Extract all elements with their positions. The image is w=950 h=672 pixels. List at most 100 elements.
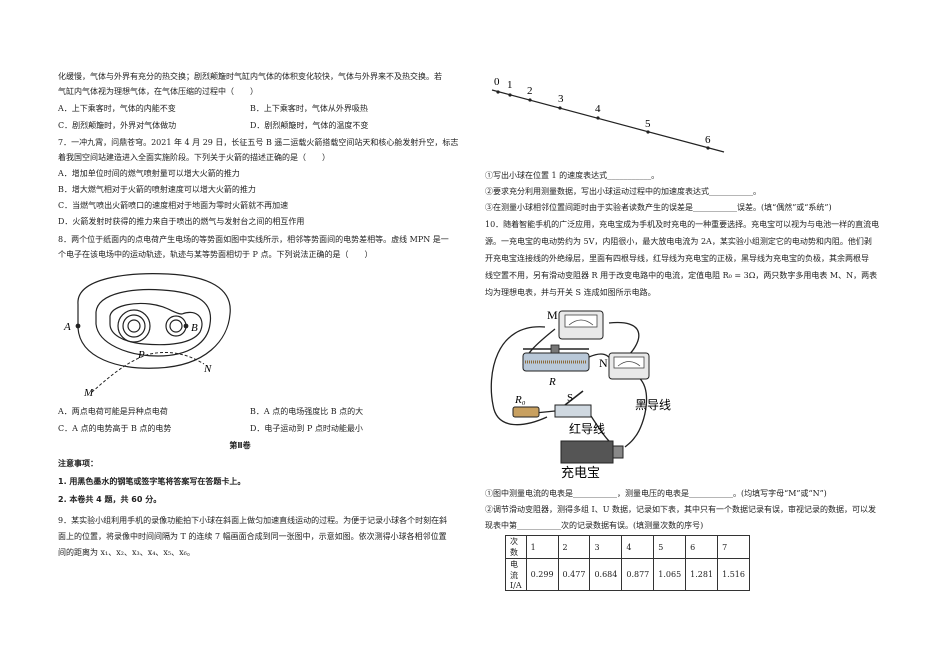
position-dot-0 <box>496 90 500 94</box>
q7-option-c: C．当燃气喷出火箭喷口的速度相对于地面为零时火箭就不再加速 <box>58 201 289 210</box>
current-data-table: 次数 1 2 3 4 5 6 7 电流 I/A 0.299 0.477 0.68… <box>505 535 750 591</box>
q7-option-a: A．增加单位时间的燃气喷射量可以增大火箭的推力 <box>58 169 240 178</box>
position-dot-3 <box>558 106 562 110</box>
q10-stem-1: 10．随着智能手机的广泛应用，充电宝成为手机及时充电的一种重要选择。充电宝可以视… <box>485 220 880 229</box>
label-n: N <box>203 363 212 375</box>
wire-m-to-right <box>608 321 640 358</box>
q8-option-c: C．A 点的电势高于 B 点的电势 <box>58 424 172 433</box>
label-b: B <box>191 322 198 334</box>
q9-stem-3: 间的距离为 x₁、x₂、x₃、x₄、x₅、x₆。 <box>58 548 195 557</box>
label-meter-n: N <box>599 356 608 370</box>
q6-option-c: C．剧烈颠簸时，外界对气体做功 <box>58 121 177 130</box>
position-label-3: 3 <box>558 93 564 105</box>
trajectory-mpn <box>91 351 205 393</box>
q10-sub-1: ①图中测量电流的电表是___________，测量电压的电表是_________… <box>485 489 827 498</box>
table-cell: 1 <box>525 535 559 559</box>
label-switch-s: S <box>567 392 573 404</box>
q6-option-a: A．上下乘客时，气体的内能不变 <box>58 104 176 113</box>
q10-sub-2: ②调节滑动变阻器，测得多组 I、U 数据，记录如下表，其中只有一个数据记录有误，… <box>485 505 876 514</box>
label-black-wire: 黑导线 <box>635 398 671 412</box>
table-cell: 6 <box>685 535 719 559</box>
table-row-header: 电流 I/A <box>505 558 527 591</box>
q6-option-b: B．上下乘客时，气体从外界吸热 <box>250 104 368 113</box>
wire-loop-left <box>490 326 548 426</box>
table-cell: 0.684 <box>589 558 623 591</box>
notice-2: 2. 本卷共 4 题，共 60 分。 <box>58 495 162 504</box>
charge-left-ring-3 <box>127 319 141 333</box>
q8-stem-2: 个电子在该电场中的运动轨迹，轨迹与某等势面相切于 P 点。下列说法正确的是（ ） <box>58 250 373 259</box>
equipotential-figure: A B P N M <box>63 273 231 398</box>
q8-stem-1: 8．两个位于纸面内的点电荷产生电场的等势面如图中实线所示，相邻等势面间的电势差相… <box>58 235 449 244</box>
table-row-currents: 电流 I/A 0.299 0.477 0.684 0.877 1.065 1.2… <box>505 558 750 591</box>
circuit-figure: M N R R₀ S 黑导线 红导 <box>490 308 671 480</box>
charge-right-ring-2 <box>169 319 183 333</box>
q10-stem-2: 源。一充电宝的电动势约为 5V，内阻很小，最大放电电流为 2A，某实验小组测定它… <box>485 237 872 246</box>
q9-sub-1: ①写出小球在位置 1 的速度表达式___________。 <box>485 171 660 180</box>
q7-option-d: D．火箭发射时获得的推力来自于喷出的燃气与发射台之间的相互作用 <box>58 217 305 226</box>
q8-option-a: A．两点电荷可能是异种点电荷 <box>58 407 168 416</box>
q9-sub-2: ②要求充分利用测量数据，写出小球运动过程中的加速度表达式___________。 <box>485 187 761 196</box>
label-power-bank: 充电宝 <box>561 465 600 480</box>
position-dot-1 <box>508 93 512 97</box>
meter-n <box>608 352 650 380</box>
q10-sub-3: 现表中第___________次的记录数据有误。(填测量次数的序号) <box>485 521 704 530</box>
table-cell: 3 <box>589 535 623 559</box>
table-cell: 4 <box>621 535 655 559</box>
label-rheostat-r: R <box>548 376 556 388</box>
charge-left-ring-2 <box>122 314 146 338</box>
point-a <box>75 323 81 329</box>
q7-stem-1: 7．一冲九霄，问鼎苍穹。2021 年 4 月 29 日，长征五号 B 遥二运载火… <box>58 138 459 147</box>
label-m: M <box>83 387 94 398</box>
charge-right-ring-1 <box>165 315 187 337</box>
notice-title: 注意事项： <box>58 459 98 468</box>
position-label-1: 1 <box>507 79 513 91</box>
q10-stem-4: 线空置不用，另有滑动变阻器 R 用于改变电路中的电流，定值电阻 R₀ = 3Ω，… <box>485 271 878 280</box>
table-cell: 1.281 <box>685 558 719 591</box>
equipotential-outer <box>77 273 231 369</box>
label-meter-m: M <box>547 308 558 322</box>
table-row-counts: 次数 1 2 3 4 5 6 7 <box>505 535 750 559</box>
wire-black <box>624 374 648 448</box>
table-cell: 1.065 <box>653 558 687 591</box>
q10-stem-5: 均为理想电表，并与开关 S 连成如图所示电路。 <box>485 288 656 297</box>
incline-figure: 0 1 2 3 4 5 6 <box>491 76 725 153</box>
intro-line-2: 气缸内气体视为理想气体，在气体压缩的过程中（ ） <box>58 87 258 96</box>
position-dot-2 <box>528 98 532 102</box>
q9-stem-2: 面上的位置，将录像中时间间隔为 T 的连续 7 幅画面合成到同一张图中，示意如图… <box>58 532 447 541</box>
table-cell: 0.477 <box>557 558 591 591</box>
label-red-wire: 红导线 <box>569 421 605 436</box>
table-cell: 7 <box>717 535 750 559</box>
q7-option-b: B．增大燃气相对于火箭的喷射速度可以增大火箭的推力 <box>58 185 256 194</box>
volume-title: 第Ⅱ卷 <box>229 441 251 450</box>
charge-left-ring-1 <box>117 309 151 343</box>
resistor-r0 <box>512 406 540 418</box>
q8-option-b: B．A 点的电场强度比 B 点的大 <box>250 407 364 416</box>
label-a: A <box>63 321 71 333</box>
position-dot-6 <box>706 146 710 150</box>
q8-option-d: D．电子运动到 P 点时动能最小 <box>250 424 363 433</box>
point-b <box>183 323 189 329</box>
equipotential-middle <box>95 288 212 357</box>
q9-sub-3: ③在测量小球相邻位置间距时由于实验者读数产生的误差是___________误差。… <box>485 203 832 212</box>
position-label-6: 6 <box>705 134 711 146</box>
power-bank <box>560 440 624 464</box>
notice-1: 1. 用黑色墨水的钢笔或签字笔将答案写在答题卡上。 <box>58 477 246 486</box>
q7-stem-2: 着我国空间站建造进入全面实施阶段。下列关于火箭的描述正确的是（ ） <box>58 153 330 162</box>
label-resistor-r0: R₀ <box>514 394 526 406</box>
q10-stem-3: 开充电宝连接线的外绝缘层，里面有四根导线，红导线为充电宝的正极，黑导线为充电宝的… <box>485 254 869 263</box>
position-dot-5 <box>646 130 650 134</box>
table-cell: 0.877 <box>621 558 655 591</box>
position-label-5: 5 <box>645 118 651 130</box>
table-cell: 5 <box>653 535 687 559</box>
q6-option-d: D．剧烈颠簸时，气体的温度不变 <box>250 121 369 130</box>
label-p: P <box>137 349 145 361</box>
incline-line <box>491 89 725 153</box>
position-label-4: 4 <box>595 103 601 115</box>
table-row-header: 次数 <box>505 535 527 559</box>
q9-stem-1: 9．某实验小组利用手机的录像功能拍下小球在斜面上做匀加速直线运动的过程。为便于记… <box>58 516 448 525</box>
intro-line-1: 化缓慢，气体与外界有充分的热交换；剧烈颠簸时气缸内气体的体积变化较快，气体与外界… <box>58 72 442 81</box>
switch-s <box>554 390 592 418</box>
position-label-0: 0 <box>494 76 500 88</box>
table-cell: 2 <box>557 535 591 559</box>
table-cell: 1.516 <box>717 558 750 591</box>
